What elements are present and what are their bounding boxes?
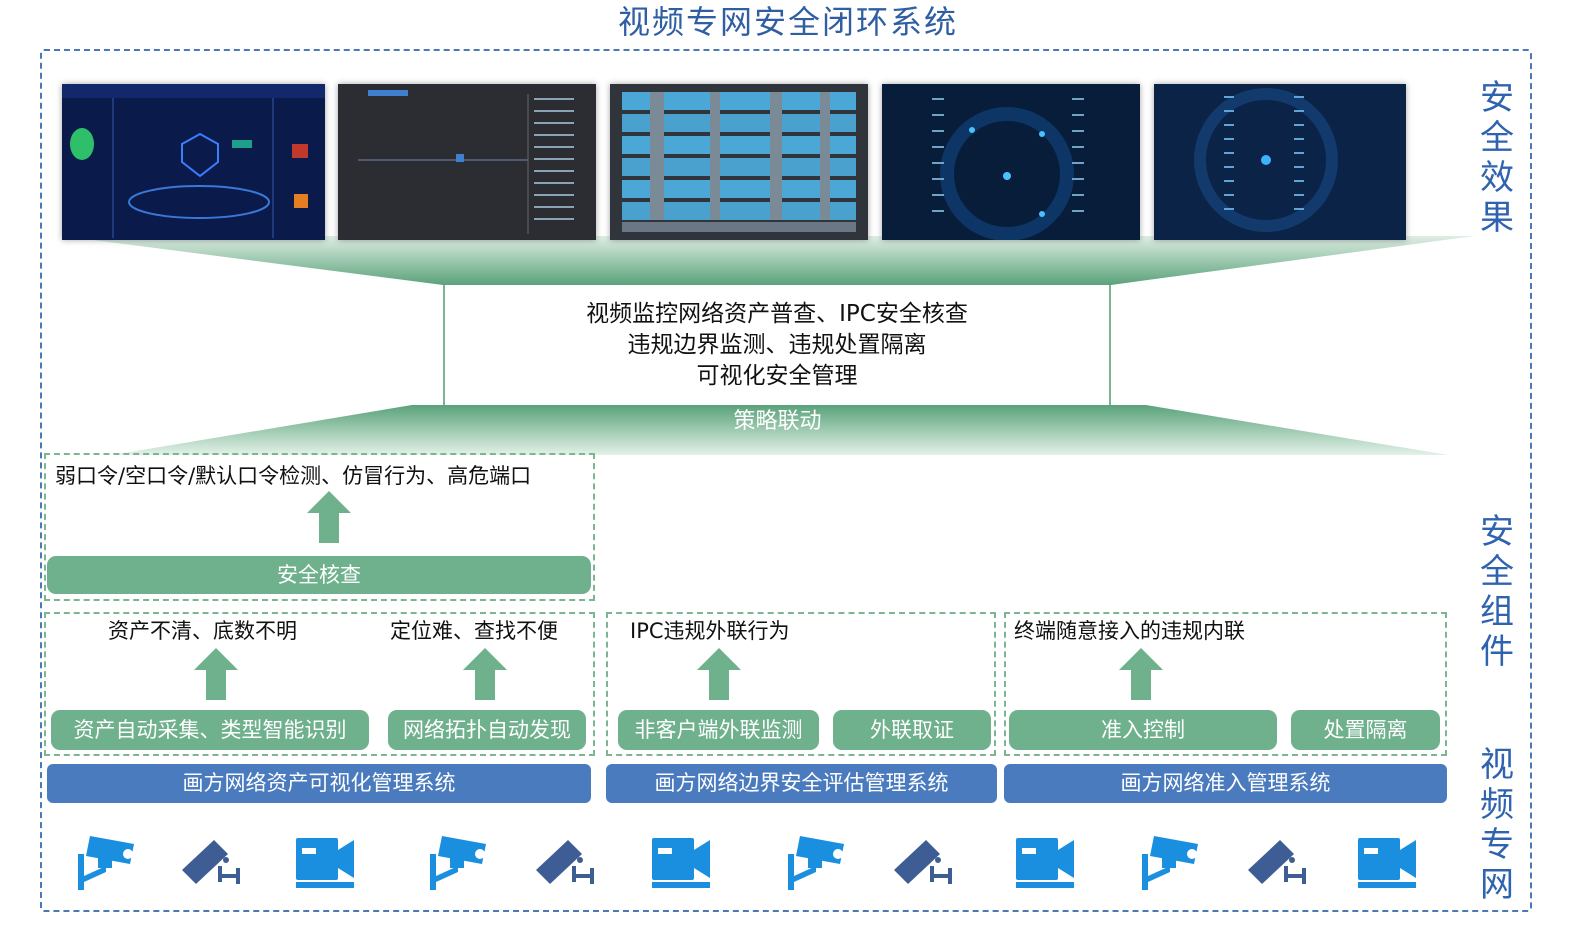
security-check-component: 安全核查 — [47, 556, 591, 594]
dome-camera-icon — [1244, 830, 1308, 898]
up-arrow-icon — [194, 648, 238, 700]
boundary-group — [606, 612, 996, 756]
page-title: 视频专网安全闭环系统 — [617, 3, 958, 41]
asset-problem-1: 资产不清、底数不明 — [108, 619, 297, 643]
side-label-network: 视频专网 — [1480, 745, 1514, 905]
network-map-screenshot — [882, 84, 1140, 240]
boundary-system-bar: 画方网络边界安全评估管理系统 — [606, 764, 997, 803]
asset-grid-screenshot — [610, 84, 868, 240]
dome-camera-icon — [178, 830, 242, 898]
camera-icon — [1140, 830, 1204, 898]
camera-icon — [428, 830, 492, 898]
video-recorder-icon — [1354, 830, 1418, 898]
outer-frame — [40, 49, 1532, 912]
asset-component-1: 资产自动采集、类型智能识别 — [51, 710, 369, 750]
strategy-linkage-label: 策略联动 — [733, 409, 822, 434]
side-label-component: 安全组件 — [1480, 512, 1514, 672]
video-recorder-icon — [292, 830, 356, 898]
asset-system-bar: 画方网络资产可视化管理系统 — [47, 764, 591, 803]
bottom-funnel — [112, 405, 1448, 455]
access-system-bar: 画方网络准入管理系统 — [1004, 764, 1447, 803]
video-recorder-icon — [1012, 830, 1076, 898]
security-threats-text: 弱口令/空口令/默认口令检测、仿冒行为、高危端口 — [55, 464, 532, 488]
security-effect-box: 视频监控网络资产普查、IPC安全核查 违规边界监测、违规处置隔离 可视化安全管理 — [443, 285, 1111, 405]
access-component-2: 处置隔离 — [1291, 710, 1440, 750]
access-component-1: 准入控制 — [1009, 710, 1277, 750]
asset-problem-2: 定位难、查找不便 — [390, 619, 558, 643]
camera-icon — [76, 830, 140, 898]
security-check-group — [44, 453, 595, 601]
up-arrow-icon — [307, 491, 351, 543]
video-recorder-icon — [648, 830, 712, 898]
asset-group — [44, 612, 595, 756]
boundary-component-1: 非客户端外联监测 — [618, 710, 819, 750]
effect-line-3: 可视化安全管理 — [696, 363, 858, 389]
access-group — [1004, 612, 1447, 756]
up-arrow-icon — [697, 648, 741, 700]
top-funnel — [62, 236, 1474, 285]
dome-camera-icon — [890, 830, 954, 898]
tree-map-screenshot — [1154, 84, 1406, 240]
access-problem: 终端随意接入的违规内联 — [1014, 619, 1245, 643]
up-arrow-icon — [463, 648, 507, 700]
effect-line-1: 视频监控网络资产普查、IPC安全核查 — [586, 301, 968, 327]
side-label-effect: 安全效果 — [1480, 78, 1514, 238]
camera-icon — [786, 830, 850, 898]
up-arrow-icon — [1119, 648, 1163, 700]
topology-screenshot — [338, 84, 596, 240]
boundary-problem: IPC违规外联行为 — [630, 619, 790, 643]
dome-camera-icon — [532, 830, 596, 898]
boundary-component-2: 外联取证 — [833, 710, 991, 750]
effect-line-2: 违规边界监测、违规处置隔离 — [627, 332, 927, 358]
asset-component-2: 网络拓扑自动发现 — [388, 710, 586, 750]
dashboard-screenshot — [62, 84, 325, 240]
